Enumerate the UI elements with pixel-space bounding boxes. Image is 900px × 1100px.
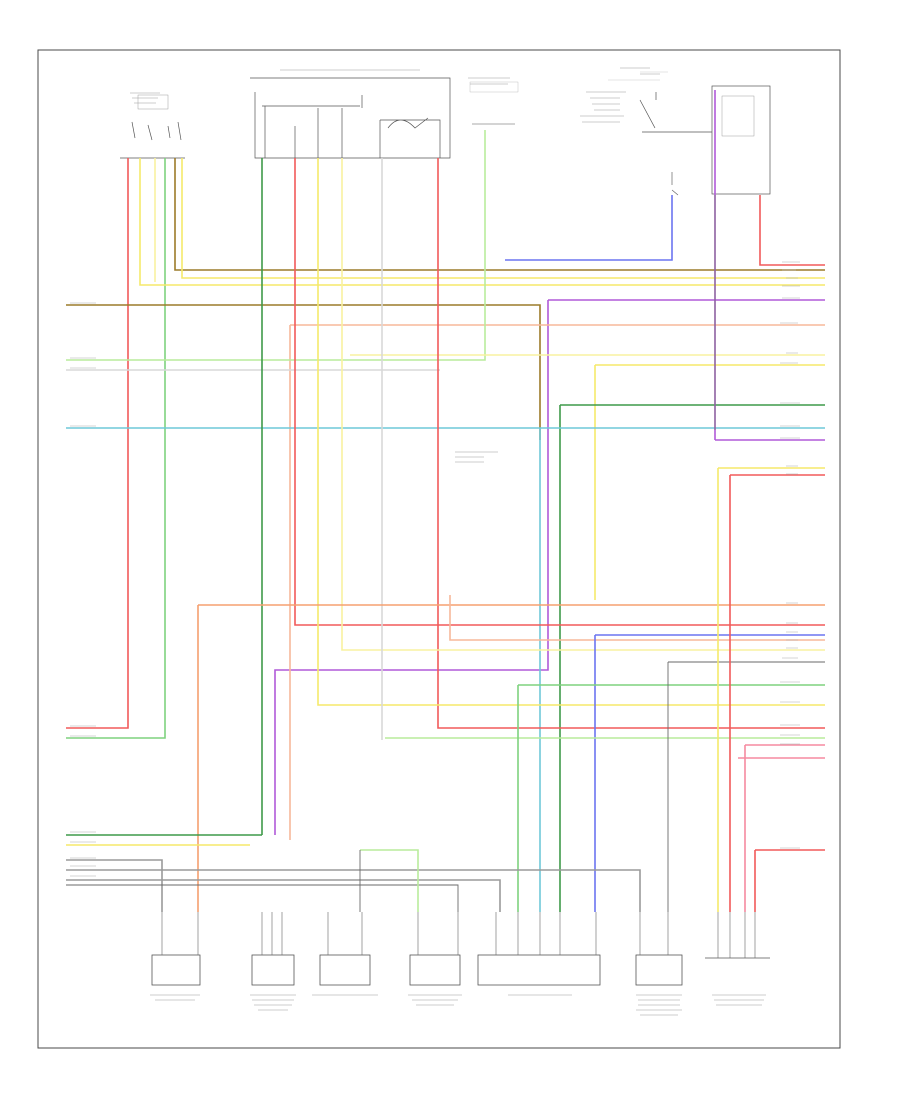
wire-red-lower [729, 474, 825, 912]
bottom-components [151, 954, 770, 986]
wire-purple-top [274, 300, 549, 835]
wire-brown-top [174, 158, 825, 271]
wire-lightyellow-center [341, 158, 825, 651]
wire-orange-low [197, 604, 825, 912]
top-left-sensor [120, 94, 185, 159]
wire-brown-mid [66, 304, 541, 440]
sensor-6 [635, 954, 683, 986]
wire-green-low [517, 684, 825, 912]
sensor-2 [251, 954, 295, 986]
wire-gray-bl-1 [66, 859, 163, 912]
wire-yellow-lower [717, 467, 825, 912]
wire-gray-bl-3 [66, 879, 501, 912]
wire-yellow-center [317, 158, 825, 706]
diagram-frame [37, 49, 841, 1049]
wire-blue-top [505, 195, 673, 261]
right-wire-tags [70, 261, 800, 877]
wire-lightgreen-bl [360, 849, 419, 912]
top-center-sensor [469, 81, 519, 125]
wire-yellow-2 [181, 158, 825, 279]
wire-harness [66, 90, 825, 912]
wire-black-low [667, 661, 825, 912]
wire-pink-lower [744, 744, 825, 912]
wire-blue-low [594, 634, 825, 912]
sensor-5 [477, 954, 601, 986]
label-placeholders [130, 67, 766, 1016]
wire-salmon-low [449, 595, 825, 641]
wire-yellow-left [139, 158, 825, 286]
wire-darkgreen [559, 404, 825, 912]
bottom-pins [161, 912, 756, 958]
sensor-4 [409, 954, 461, 986]
wire-cyan [66, 427, 825, 912]
wire-red-left [66, 158, 129, 729]
wire-lightgreen [66, 130, 486, 361]
top-right-switch [608, 71, 771, 196]
wire-red-right [437, 158, 825, 729]
wire-gray-bl-4 [66, 884, 459, 912]
wire-yellow-mid [594, 364, 825, 600]
sensor-3 [319, 954, 371, 986]
wire-gray-bl-2 [66, 869, 641, 912]
control-module-top [250, 77, 451, 159]
wire-green-left [66, 158, 166, 739]
wire-red-lower-2 [754, 849, 825, 912]
wire-red-center [294, 158, 825, 626]
sensor-1 [151, 954, 201, 986]
